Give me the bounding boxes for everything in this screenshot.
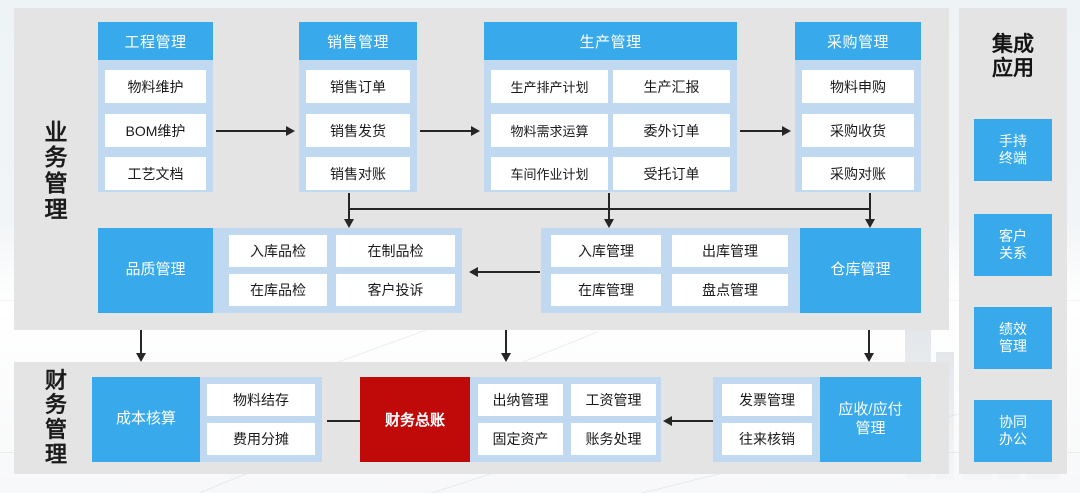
- cell-stocktake-management[interactable]: 盘点管理: [672, 274, 788, 306]
- app-collaborative-office[interactable]: 协同 办公: [974, 400, 1052, 462]
- cell-material-maintenance[interactable]: 物料维护: [105, 70, 206, 103]
- cell-sales-delivery[interactable]: 销售发货: [306, 114, 410, 147]
- cell-fixed-assets[interactable]: 固定资产: [478, 423, 563, 455]
- bus-stub-production: [608, 193, 610, 209]
- cell-material-requisition[interactable]: 物料申购: [802, 70, 914, 103]
- group-cost-accounting-block[interactable]: 成本核算: [92, 377, 200, 462]
- bus-drop-warehouse-right: [869, 208, 871, 221]
- group-sales-header[interactable]: 销售管理: [299, 22, 417, 60]
- arrow-sales-to-production-line: [420, 130, 473, 132]
- arrow-engineering-to-sales-head: [286, 126, 295, 136]
- bus-stub-purchasing: [869, 193, 871, 209]
- cell-customer-complaint[interactable]: 客户投诉: [336, 274, 455, 306]
- group-general-ledger-block[interactable]: 财务总账: [360, 377, 470, 462]
- cell-process-document[interactable]: 工艺文档: [105, 157, 206, 190]
- app-performance-management[interactable]: 绩效 管理: [974, 307, 1052, 369]
- cell-entrusted-order[interactable]: 受托订单: [613, 157, 730, 190]
- cell-sales-order[interactable]: 销售订单: [306, 70, 410, 103]
- app-customer-relations-line-1: 客户: [999, 227, 1027, 244]
- finance-label-char-3: 管: [44, 417, 67, 442]
- business-label-char-3: 管: [44, 170, 68, 196]
- cell-outsourcing-order[interactable]: 委外订单: [613, 114, 730, 147]
- arrow-warehouse-to-quality-line: [478, 271, 540, 273]
- cell-accounting-processing[interactable]: 账务处理: [571, 423, 656, 455]
- arrow-receivable-to-ledger-head: [663, 416, 672, 426]
- arrow-receivable-to-ledger-line: [672, 420, 720, 422]
- cell-outbound-management[interactable]: 出库管理: [672, 235, 788, 267]
- finance-section-label: 财 务 管 理: [26, 366, 86, 470]
- cell-purchase-reconciliation[interactable]: 采购对账: [802, 157, 914, 190]
- app-customer-relations[interactable]: 客户 关系: [974, 214, 1052, 276]
- cell-wip-inspection[interactable]: 在制品检: [336, 235, 455, 267]
- cell-workshop-operation-plan[interactable]: 车间作业计划: [491, 157, 608, 190]
- app-performance-management-line-1: 绩效: [999, 320, 1027, 337]
- business-label-char-4: 理: [44, 195, 68, 222]
- app-collaborative-office-line-1: 协同: [999, 413, 1027, 430]
- arrow-production-to-purchasing-line: [740, 130, 784, 132]
- connector-warehouse-to-receivable-line: [868, 330, 870, 355]
- connector-warehouse-to-ledger-head: [501, 353, 511, 362]
- cell-sales-reconciliation[interactable]: 销售对账: [306, 157, 410, 190]
- cell-cashier-management[interactable]: 出纳管理: [478, 384, 563, 416]
- cell-instock-management[interactable]: 在库管理: [551, 274, 661, 306]
- bus-drop-quality-head: [344, 219, 354, 228]
- arrow-engineering-to-sales-line: [216, 130, 288, 132]
- cell-production-report[interactable]: 生产汇报: [613, 70, 730, 103]
- receivable-block-line-2: 管理: [855, 419, 886, 437]
- app-performance-management-line-2: 管理: [999, 338, 1027, 354]
- cell-settlement-writeoff[interactable]: 往来核销: [722, 423, 812, 455]
- cell-expense-allocation[interactable]: 费用分摊: [207, 423, 315, 455]
- business-section-label: 业 务 管 理: [26, 96, 86, 246]
- cell-material-balance[interactable]: 物料结存: [207, 384, 315, 416]
- group-production-header[interactable]: 生产管理: [484, 22, 737, 60]
- bus-drop-warehouse-left: [608, 208, 610, 221]
- connector-quality-to-cost-head: [136, 353, 146, 362]
- app-collaborative-office-line-2: 办公: [999, 431, 1027, 447]
- cell-inbound-management[interactable]: 入库管理: [551, 235, 661, 267]
- business-label-char-1: 业: [44, 118, 68, 145]
- cell-invoice-management[interactable]: 发票管理: [722, 384, 812, 416]
- integration-title: 集成 应用: [959, 22, 1067, 92]
- group-warehouse-block[interactable]: 仓库管理: [800, 228, 921, 313]
- group-receivable-payable-block[interactable]: 应收/应付 管理: [820, 377, 921, 462]
- finance-label-char-1: 财: [44, 367, 67, 393]
- finance-label-char-2: 务: [44, 392, 67, 418]
- bus-drop-warehouse-left-head: [604, 219, 614, 228]
- cell-production-schedule-plan[interactable]: 生产排产计划: [491, 70, 608, 103]
- group-purchasing-header[interactable]: 采购管理: [795, 22, 921, 60]
- app-handheld-terminal-line-1: 手持: [999, 132, 1027, 149]
- business-label-char-2: 务: [44, 144, 68, 171]
- bus-drop-quality: [348, 208, 350, 221]
- cell-inbound-inspection[interactable]: 入库品检: [229, 235, 327, 267]
- finance-label-char-4: 理: [44, 441, 67, 467]
- cell-purchase-receipt[interactable]: 采购收货: [802, 114, 914, 147]
- arrow-warehouse-to-quality-head: [469, 267, 478, 277]
- cell-bom-maintenance[interactable]: BOM维护: [105, 114, 206, 147]
- arrow-production-to-purchasing-head: [782, 126, 791, 136]
- connector-warehouse-to-ledger-line: [505, 330, 507, 355]
- cell-instock-inspection[interactable]: 在库品检: [229, 274, 327, 306]
- cell-material-requirement-calc[interactable]: 物料需求运算: [491, 114, 608, 147]
- receivable-block-line-1: 应收/应付: [838, 400, 903, 418]
- group-quality-block[interactable]: 品质管理: [98, 228, 213, 313]
- app-customer-relations-line-2: 关系: [999, 245, 1027, 261]
- integration-title-line-1: 集成: [992, 32, 1034, 56]
- cell-payroll-management[interactable]: 工资管理: [571, 384, 656, 416]
- integration-title-line-2: 应用: [992, 57, 1034, 80]
- app-handheld-terminal-line-2: 终端: [999, 150, 1027, 166]
- group-engineering-header[interactable]: 工程管理: [98, 22, 213, 60]
- connector-warehouse-to-receivable-head: [864, 353, 874, 362]
- app-handheld-terminal[interactable]: 手持 终端: [974, 119, 1052, 181]
- arrow-sales-to-production-head: [471, 126, 480, 136]
- bus-stub-sales: [348, 193, 350, 209]
- connector-quality-to-cost-line: [140, 330, 142, 355]
- arrow-cost-to-ledger-line: [327, 420, 365, 422]
- bus-drop-warehouse-right-head: [865, 219, 875, 228]
